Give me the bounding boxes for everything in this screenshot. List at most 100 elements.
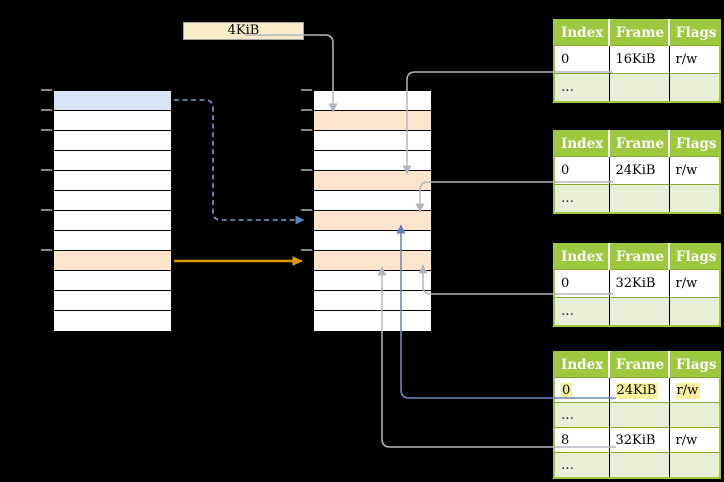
cell-frame: [608, 297, 669, 326]
cell-frame: 24KiB: [608, 156, 669, 185]
table-row-ellipsis: …: [554, 184, 720, 213]
cell-index: 0: [554, 378, 609, 403]
table-row-highlighted: 0 24KiB r/w: [554, 377, 720, 403]
cell-frame: [608, 73, 669, 102]
physical-frame-24KiB: [314, 211, 431, 231]
physical-frame: [314, 291, 431, 311]
table-header-row: Index Frame Flags: [554, 244, 720, 270]
cell-index: 0: [561, 52, 570, 67]
cell-index: 0: [561, 163, 570, 178]
axis-tick: [41, 209, 52, 211]
virtual-page-mapped-blue: [54, 91, 171, 111]
physical-frame: [314, 191, 431, 211]
virtual-memory-column: [53, 90, 172, 331]
page-table-2: Index Frame Flags 0 24KiB r/w …: [553, 130, 721, 214]
table-row: 0 16KiB r/w: [554, 45, 720, 74]
virtual-page: [54, 211, 171, 231]
header-index: Index: [554, 352, 609, 378]
cell-frame: [608, 452, 669, 478]
axis-tick: [301, 89, 312, 91]
header-frame: Frame: [608, 131, 669, 157]
cell-index: …: [554, 402, 609, 428]
physical-frame: [314, 131, 431, 151]
page-table-3: Index Frame Flags 0 32KiB r/w …: [553, 243, 721, 327]
cell-frame: 32KiB: [608, 427, 669, 453]
header-frame: Frame: [608, 352, 669, 378]
cell-index: 8: [561, 432, 570, 448]
virtual-page: [54, 191, 171, 211]
axis-tick: [301, 249, 312, 251]
cell-index: …: [554, 452, 609, 478]
header-frame: Frame: [608, 244, 669, 270]
header-index: Index: [554, 131, 609, 157]
physical-frame: [314, 231, 431, 251]
physical-memory-column: [313, 90, 432, 331]
axis-tick: [41, 89, 52, 91]
header-flags: Flags: [668, 20, 720, 46]
virtual-page: [54, 151, 171, 171]
axis-tick: [301, 169, 312, 171]
axis-tick: [41, 169, 52, 171]
cell-flags: [668, 402, 720, 428]
arrow-virtual-blue-to-frame24: [174, 99, 305, 225]
cell-frame: 32KiB: [608, 269, 669, 298]
table-header-row: Index Frame Flags: [554, 20, 720, 46]
header-flags: Flags: [668, 131, 720, 157]
page-size-box: 4KiB: [183, 22, 304, 40]
virtual-page: [54, 271, 171, 291]
physical-frame: [314, 271, 431, 291]
header-frame: Frame: [608, 20, 669, 46]
axis-tick: [301, 129, 312, 131]
physical-frame-4KiB: [314, 111, 431, 131]
cell-frame: 16KiB: [608, 45, 669, 74]
cell-flags: [668, 452, 720, 478]
axis-tick: [41, 249, 52, 251]
axis-tick: [41, 129, 52, 131]
page-table-1: Index Frame Flags 0 16KiB r/w …: [553, 19, 721, 103]
highlighted-value: r/w: [675, 382, 701, 399]
virtual-page: [54, 291, 171, 311]
virtual-page: [54, 171, 171, 191]
table-row-ellipsis: …: [554, 297, 720, 326]
highlighted-value: 0: [561, 382, 573, 399]
cell-index: …: [554, 73, 609, 102]
cell-index: …: [554, 297, 609, 326]
physical-frame: [314, 311, 431, 331]
physical-frame: [314, 91, 431, 111]
table-row: 8 32KiB r/w: [554, 427, 720, 453]
physical-frame-32KiB: [314, 251, 431, 271]
header-index: Index: [554, 20, 609, 46]
virtual-page-mapped-orange: [54, 251, 171, 271]
highlighted-value: 24KiB: [615, 382, 659, 399]
header-flags: Flags: [668, 352, 720, 378]
cell-index: …: [554, 184, 609, 213]
cell-flags: r/w: [668, 269, 720, 298]
virtual-page: [54, 231, 171, 251]
axis-tick: [301, 109, 312, 111]
cell-frame: [608, 402, 669, 428]
cell-frame: 24KiB: [608, 377, 669, 403]
cell-flags: [668, 297, 720, 326]
axis-tick: [301, 209, 312, 211]
physical-frame: [314, 151, 431, 171]
header-flags: Flags: [668, 244, 720, 270]
cell-frame: [608, 184, 669, 213]
header-index: Index: [554, 244, 609, 270]
axis-tick: [41, 109, 52, 111]
virtual-page: [54, 311, 171, 331]
table-row-ellipsis: …: [554, 73, 720, 102]
physical-frame-16KiB: [314, 171, 431, 191]
cell-flags: [668, 73, 720, 102]
virtual-page: [54, 131, 171, 151]
cell-flags: r/w: [668, 377, 720, 403]
cell-flags: r/w: [668, 45, 720, 74]
table-row: 0 32KiB r/w: [554, 269, 720, 298]
table-header-row: Index Frame Flags: [554, 352, 720, 378]
cell-index: 0: [561, 276, 570, 291]
table-row: 0 24KiB r/w: [554, 156, 720, 185]
cell-flags: r/w: [668, 156, 720, 185]
table-row-ellipsis: …: [554, 402, 720, 428]
virtual-page: [54, 111, 171, 131]
cell-flags: [668, 184, 720, 213]
